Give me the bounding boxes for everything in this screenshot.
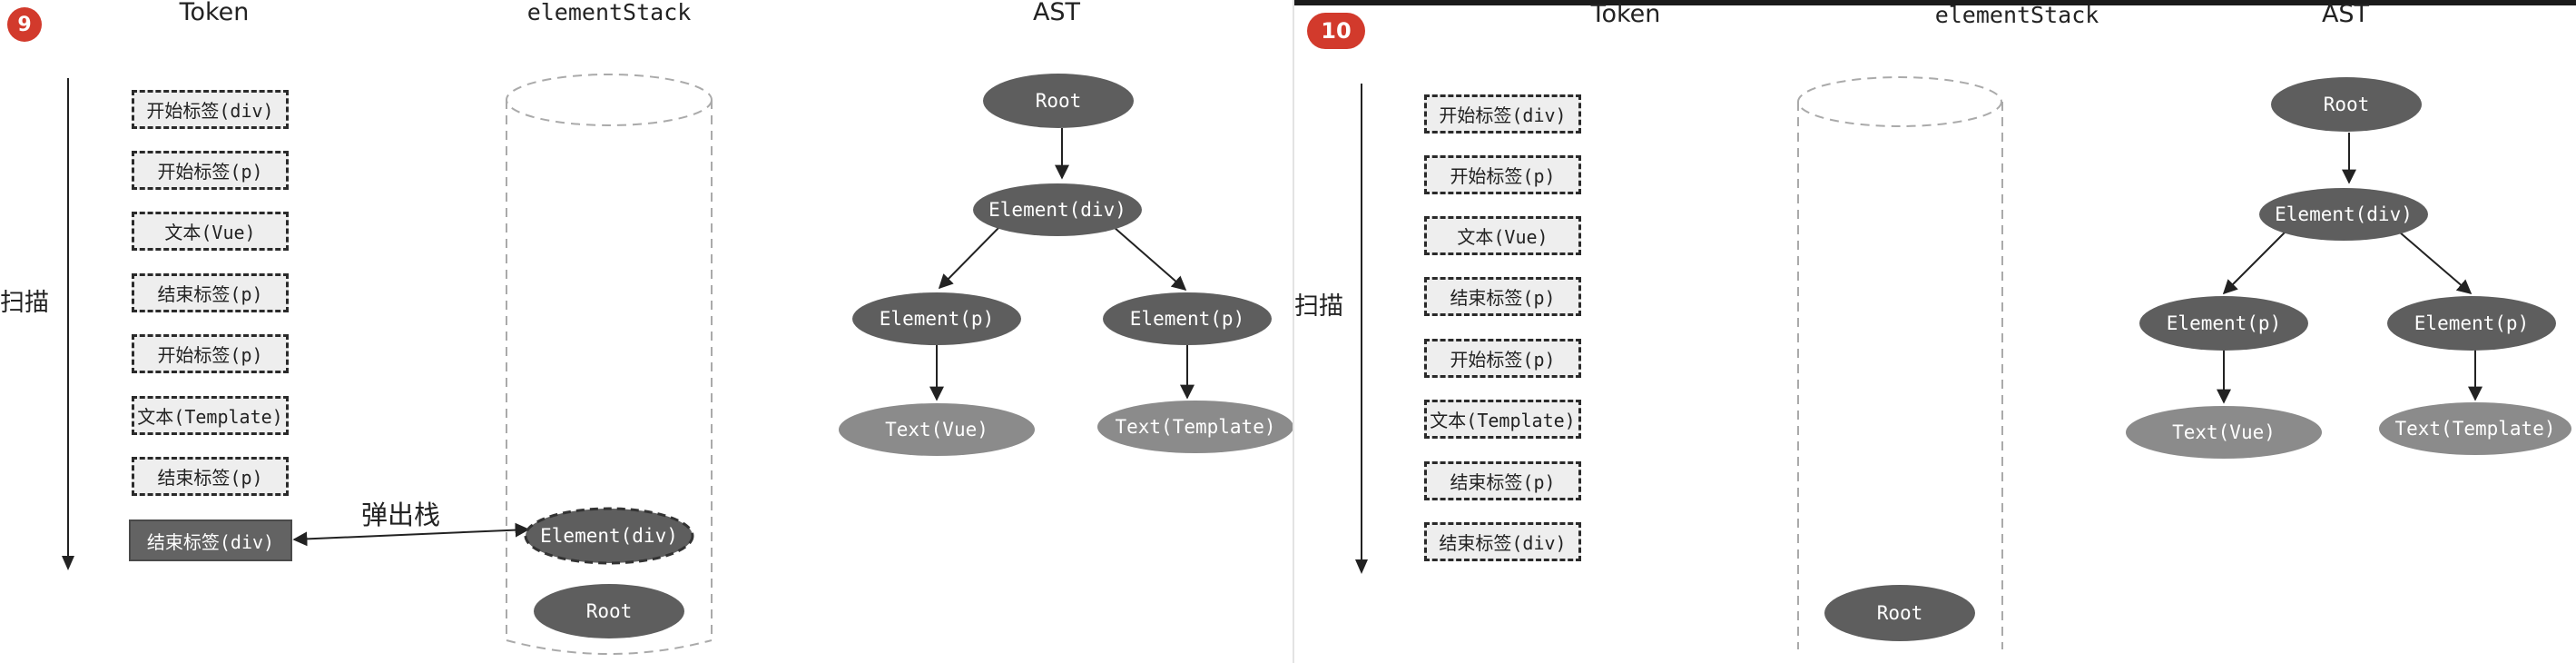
token-item: 文本(Template) [132, 396, 289, 435]
token-item: 开始标签(p) [132, 151, 289, 190]
token-column-title: Token [179, 0, 250, 26]
ast-edge [938, 226, 1000, 290]
ast-node-div-label: Element(div) [988, 199, 1126, 221]
token-item: 结束标签(p) [1424, 277, 1581, 316]
token-item: 开始标签(p) [132, 334, 289, 373]
ast-edge [1113, 226, 1187, 292]
ast-node-root [983, 74, 1134, 128]
token-item: 文本(Template) [1424, 400, 1581, 439]
token-column-title: Token [1590, 0, 1661, 28]
ast-node-p2 [2387, 296, 2556, 351]
ast-node-p1-label: Element(p) [880, 308, 994, 330]
ast-node-text-template-label: Text(Template) [1115, 416, 1275, 438]
token-item: 开始标签(p) [1424, 155, 1581, 194]
scan-direction-line [67, 78, 69, 559]
ast-node-root-label: Root [2324, 94, 2370, 115]
element-stack-title: elementStack [1934, 2, 2099, 28]
ast-node-text-vue [839, 403, 1035, 456]
ast-node-p1 [2139, 296, 2308, 351]
token-item: 结束标签(p) [1424, 461, 1581, 500]
stack-node-popping [524, 507, 694, 565]
scan-label: 扫描 [0, 289, 49, 317]
element-stack-cylinder [506, 74, 713, 655]
stack-node-root [1824, 585, 1975, 641]
step-badge: 10 [1307, 13, 1365, 49]
token-item: 开始标签(div) [132, 90, 289, 129]
scan-label: 扫描 [1294, 292, 1343, 321]
ast-node-text-template-label: Text(Template) [2394, 418, 2555, 440]
top-bar [1294, 0, 2576, 5]
ast-node-div-label: Element(div) [2275, 203, 2413, 225]
token-item: 文本(Vue) [132, 212, 289, 251]
ast-edge [2222, 232, 2286, 295]
ast-node-text-template [1097, 401, 1293, 453]
ast-node-div [973, 183, 1142, 236]
ast-node-p1-label: Element(p) [2167, 312, 2281, 334]
ast-node-p2 [1103, 292, 1272, 345]
ast-node-text-vue-label: Text(Vue) [885, 419, 988, 440]
scan-arrow-head [62, 556, 74, 570]
step-9-diagram: Element(div) Root Root Element(div) Elem… [292, 74, 1293, 655]
ast-node-div [2259, 188, 2428, 241]
ast-title: AST [1032, 0, 1081, 26]
stack-node-popping-label: Element(div) [540, 525, 678, 547]
ast-node-root [2271, 77, 2422, 132]
ast-edge [2399, 232, 2473, 295]
ast-node-text-vue-label: Text(Vue) [2172, 421, 2276, 443]
ast-node-root-label: Root [1036, 90, 1082, 112]
ast-node-p2-label: Element(p) [1130, 308, 1244, 330]
token-item: 结束标签(p) [132, 273, 289, 312]
element-stack-title: elementStack [526, 0, 692, 25]
ast-node-text-vue [2126, 406, 2322, 459]
pop-arrow [292, 522, 530, 547]
ast-node-text-template [2379, 402, 2571, 455]
token-item: 结束标签(div) [1424, 522, 1581, 561]
stack-node-root [534, 584, 684, 638]
step-9-panel: 9 Token elementStack AST 扫描 开始标签(div) 开始… [0, 0, 1293, 655]
step-badge: 9 [7, 7, 42, 42]
ast-node-p1 [852, 292, 1021, 345]
scan-arrow-head [1355, 559, 1368, 574]
element-stack-cylinder [1797, 76, 2003, 649]
ast-title: AST [2321, 0, 2370, 28]
token-item: 文本(Vue) [1424, 216, 1581, 255]
stack-node-root-label: Root [1877, 602, 1923, 624]
token-item-current: 结束标签(div) [129, 520, 292, 561]
step-10-diagram: Root Root Element(div) Element(p) Elemen… [1797, 76, 2571, 649]
scan-direction-line [1361, 84, 1362, 563]
token-item: 开始标签(p) [1424, 339, 1581, 378]
token-item: 结束标签(p) [132, 457, 289, 496]
token-item: 开始标签(div) [1424, 94, 1581, 134]
stack-node-root-label: Root [586, 600, 633, 622]
step-10-panel: 10 Token elementStack AST 扫描 开始标签(div) 开… [1293, 0, 2576, 663]
ast-node-p2-label: Element(p) [2414, 312, 2529, 334]
